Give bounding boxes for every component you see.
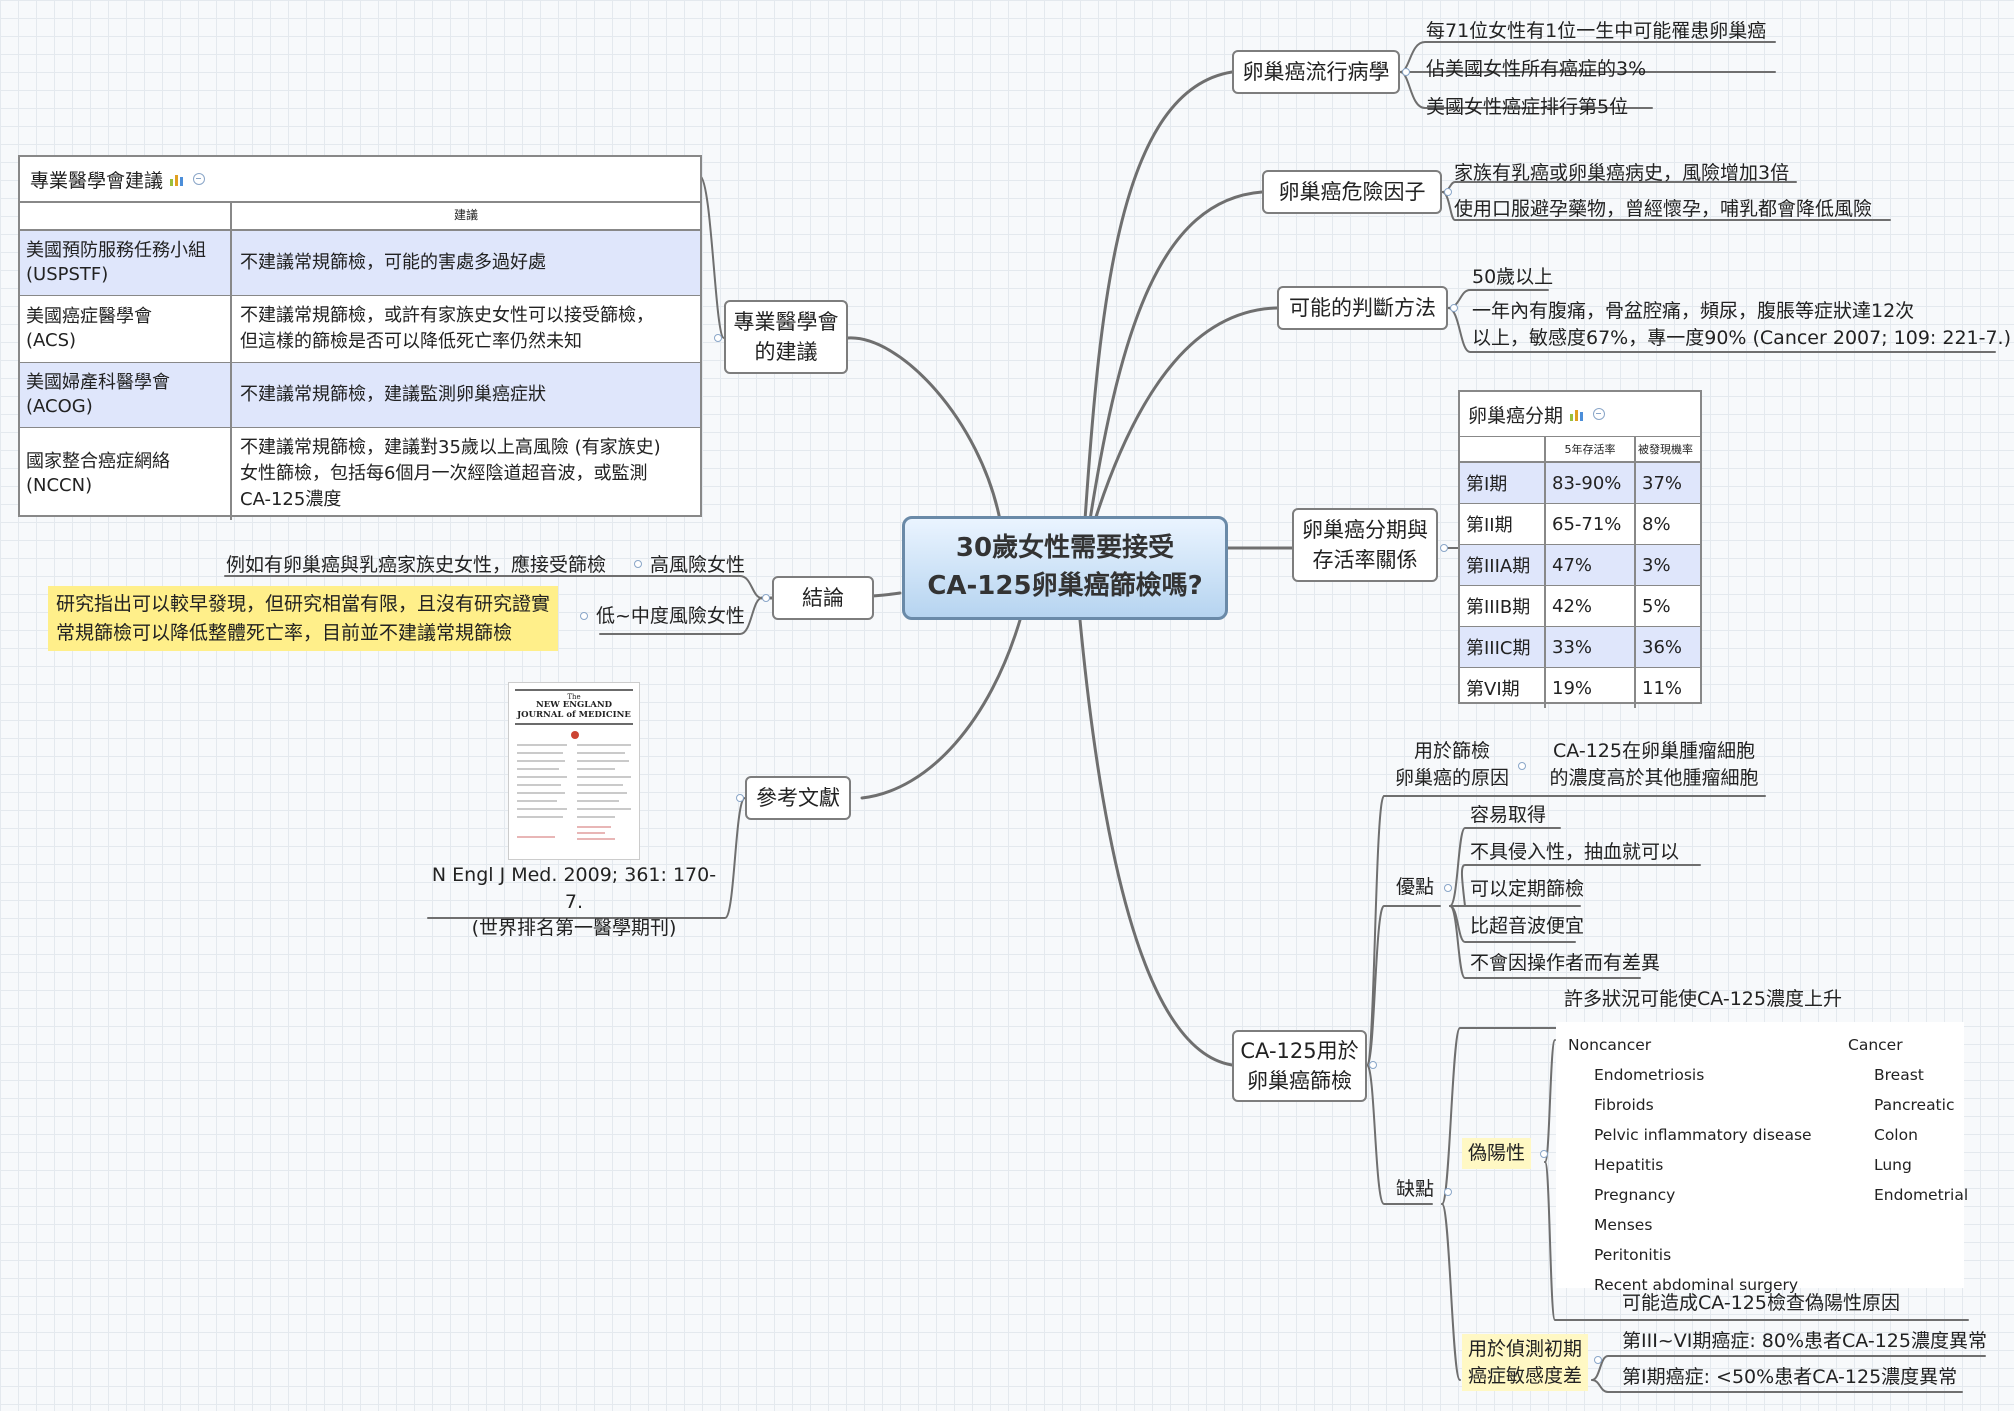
cancer-item: Breast xyxy=(1874,1066,1924,1084)
professional-row: 美國婦產科醫學會 (ACOG)不建議常規篩檢，建議監測卵巢癌症狀 xyxy=(20,363,700,428)
false-positive-label[interactable]: 偽陽性 xyxy=(1462,1138,1532,1169)
advantage-item[interactable]: 比超音波便宜 xyxy=(1470,915,1585,937)
cancer-item: Colon xyxy=(1874,1126,1918,1144)
sensitivity-item[interactable]: 第I期癌症: <50%患者CA-125濃度異常 xyxy=(1622,1366,1958,1388)
noncancer-item: Endometriosis xyxy=(1594,1066,1705,1084)
low-risk-text[interactable]: 研究指出可以較早發現，但研究相當有限，且沒有研究證實 常規篩檢可以降低整體死亡率… xyxy=(48,586,559,651)
noncancer-item: Hepatitis xyxy=(1594,1156,1664,1174)
connector-dot[interactable] xyxy=(1444,188,1452,196)
professional-node[interactable]: 專業醫學會 的建議 xyxy=(724,300,848,374)
disadvantages-label[interactable]: 缺點 xyxy=(1396,1178,1435,1200)
epidemiology-item[interactable]: 美國女性癌症排行第5位 xyxy=(1426,96,1629,118)
epidemiology-item[interactable]: 佔美國女性所有癌症的3% xyxy=(1426,58,1647,80)
professional-table-header: 建議 xyxy=(20,203,700,231)
epidemiology-item[interactable]: 每71位女性有1位一生中可能罹患卵巢癌 xyxy=(1426,20,1767,42)
sensitivity-label[interactable]: 用於偵測初期 癌症敏感度差 xyxy=(1462,1334,1589,1392)
noncancer-item: Peritonitis xyxy=(1594,1246,1672,1264)
journal-page-lines xyxy=(517,731,631,840)
diagnosis-node[interactable]: 可能的判斷方法 xyxy=(1277,286,1448,330)
advantage-item[interactable]: 可以定期篩檢 xyxy=(1470,878,1585,900)
connector-dot[interactable] xyxy=(1402,68,1410,76)
reference-node[interactable]: 參考文獻 xyxy=(745,776,851,820)
professional-table-title: 專業醫學會建議 xyxy=(20,157,700,203)
professional-table: 專業醫學會建議 建議 美國預防服務任務小組 (USPSTF)不建議常規篩檢，可能… xyxy=(18,155,702,520)
staging-node[interactable]: 卵巢癌分期與 存活率關係 xyxy=(1292,508,1438,582)
connector-dot[interactable] xyxy=(1594,1356,1602,1364)
connector-dot[interactable] xyxy=(1440,544,1448,552)
noncancer-item: Recent abdominal surgery xyxy=(1594,1276,1799,1294)
screening-reason-text[interactable]: CA-125在卵巢腫瘤細胞 的濃度高於其他腫瘤細胞 xyxy=(1549,740,1759,789)
noncancer-item: Pelvic inflammatory disease xyxy=(1594,1126,1812,1144)
connector-dot[interactable] xyxy=(634,560,642,568)
sensitivity-item[interactable]: 第III~VI期癌症: 80%患者CA-125濃度異常 xyxy=(1622,1330,1987,1352)
cancer-item: Lung xyxy=(1874,1156,1912,1174)
advantage-item[interactable]: 容易取得 xyxy=(1470,804,1547,826)
advantage-item[interactable]: 不會因操作者而有差異 xyxy=(1470,952,1661,974)
journal-top: The xyxy=(567,693,581,701)
connector-dot[interactable] xyxy=(762,594,770,602)
diagnosis-item[interactable]: 一年內有腹痛，骨盆腔痛，頻尿，腹脹等症狀達12次 以上，敏感度67%，專一度90… xyxy=(1472,300,2012,349)
journal-cover-image[interactable]: The NEW ENGLAND JOURNAL of MEDICINE xyxy=(508,682,640,860)
epidemiology-node[interactable]: 卵巢癌流行病學 xyxy=(1232,50,1400,94)
false-positive-causes-list: Noncancer Endometriosis Fibroids Pelvic … xyxy=(1556,1022,1968,1294)
collapse-icon[interactable] xyxy=(1593,408,1606,420)
high-risk-text[interactable]: 例如有卵巢癌與乳癌家族史女性，應接受篩檢 xyxy=(226,554,607,576)
chart-icon xyxy=(1570,410,1584,421)
connector-dot[interactable] xyxy=(736,794,744,802)
staging-table-header: 5年存活率 被發現機率 xyxy=(1460,437,1700,463)
connector-dot[interactable] xyxy=(714,334,722,342)
noncancer-title: Noncancer xyxy=(1568,1036,1652,1054)
collapse-icon[interactable] xyxy=(193,173,206,185)
connector-dot[interactable] xyxy=(1444,1188,1452,1196)
professional-row: 美國預防服務任務小組 (USPSTF)不建議常規篩檢，可能的害處多過好處 xyxy=(20,231,700,296)
high-risk-label[interactable]: 高風險女性 xyxy=(650,554,746,576)
screening-reason-label[interactable]: 用於篩檢 卵巢癌的原因 xyxy=(1394,740,1509,789)
chart-icon xyxy=(170,175,184,186)
staging-table-title: 卵巢癌分期 xyxy=(1460,392,1700,437)
advantage-item[interactable]: 不具侵入性，抽血就可以 xyxy=(1470,841,1680,863)
connector-dot[interactable] xyxy=(580,612,588,620)
noncancer-item: Menses xyxy=(1594,1216,1653,1234)
risk-factor-item[interactable]: 使用口服避孕藥物，曾經懷孕，哺乳都會降低風險 xyxy=(1454,198,1873,220)
advantages-label[interactable]: 優點 xyxy=(1396,876,1435,898)
connector-dot[interactable] xyxy=(1444,884,1452,892)
risk-factor-node[interactable]: 卵巢癌危險因子 xyxy=(1262,170,1442,214)
professional-row: 美國癌症醫學會 (ACS)不建議常規篩檢，或許有家族史女性可以接受篩檢， 但這樣… xyxy=(20,296,700,363)
connector-dot[interactable] xyxy=(1450,304,1458,312)
low-risk-label[interactable]: 低~中度風險女性 xyxy=(596,605,745,627)
journal-name: NEW ENGLAND JOURNAL of MEDICINE xyxy=(517,700,631,720)
diagnosis-item[interactable]: 50歲以上 xyxy=(1472,266,1554,288)
cancer-item: Endometrial xyxy=(1874,1186,1969,1204)
conclusion-node[interactable]: 結論 xyxy=(772,576,874,620)
connector-dot[interactable] xyxy=(1518,762,1526,770)
noncancer-item: Pregnancy xyxy=(1594,1186,1676,1204)
reference-citation[interactable]: N Engl J Med. 2009; 361: 170-7. (世界排名第一醫… xyxy=(431,864,717,940)
risk-factor-item[interactable]: 家族有乳癌或卵巢癌病史，風險增加3倍 xyxy=(1454,162,1790,184)
noncancer-item: Fibroids xyxy=(1594,1096,1654,1114)
connector-dot[interactable] xyxy=(1540,1150,1548,1158)
cancer-item: Pancreatic xyxy=(1874,1096,1955,1114)
false-positive-header[interactable]: 許多狀況可能使CA-125濃度上升 xyxy=(1564,988,1842,1010)
professional-row: 國家整合癌症網絡 (NCCN)不建議常規篩檢，建議對35歲以上高風險 (有家族史… xyxy=(20,428,700,520)
cancer-title: Cancer xyxy=(1848,1036,1903,1054)
ca125-node[interactable]: CA-125用於 卵巢癌篩檢 xyxy=(1232,1030,1367,1102)
connector-dot[interactable] xyxy=(1369,1061,1377,1069)
central-topic[interactable]: 30歲女性需要接受 CA-125卵巢癌篩檢嗎? xyxy=(902,516,1228,620)
false-positive-footer[interactable]: 可能造成CA-125檢查偽陽性原因 xyxy=(1622,1292,1900,1314)
